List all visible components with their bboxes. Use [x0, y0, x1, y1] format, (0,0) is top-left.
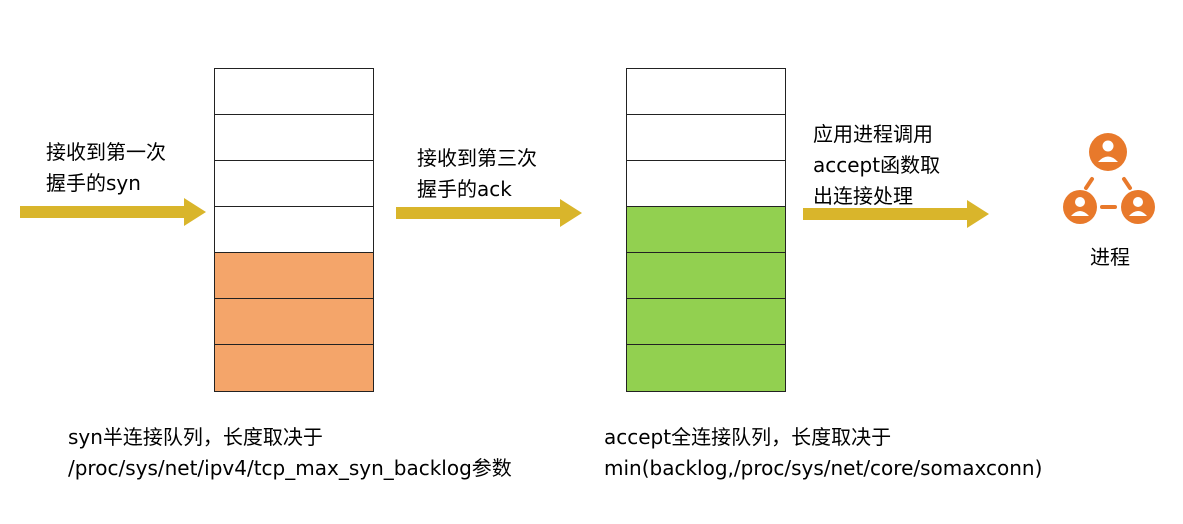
queue-slot-empty: [627, 69, 785, 115]
syn-queue-caption-line-1: syn半连接队列，长度取决于: [68, 425, 323, 449]
app-accept-line-1: 应用进程调用: [813, 122, 933, 146]
queue-slot-empty: [215, 69, 373, 115]
process-label: 进程: [1090, 245, 1130, 269]
queue-slot-empty: [215, 115, 373, 161]
queue-slot-filled: [215, 253, 373, 299]
receive-ack-line-1: 接收到第三次: [417, 146, 537, 170]
syn-queue: [214, 68, 374, 392]
syn-queue-caption-line-2: /proc/sys/net/ipv4/tcp_max_syn_backlog参数: [68, 456, 512, 480]
accept-queue-caption-line-1: accept全连接队列，长度取决于: [604, 425, 892, 449]
app-accept-line-3: 出连接处理: [813, 184, 913, 208]
user-node-right: [1121, 190, 1155, 224]
receive-ack-label: 接收到第三次 握手的ack: [417, 143, 537, 205]
arrow-to-process: [803, 200, 989, 228]
user-links: [1084, 177, 1132, 209]
queue-slot-empty: [627, 161, 785, 207]
receive-ack-line-2: 握手的ack: [417, 177, 512, 201]
arrow-to-syn-queue: [20, 198, 206, 226]
accept-queue: [626, 68, 786, 392]
user-group-icon: [1063, 133, 1155, 224]
queue-slot-filled: [627, 299, 785, 345]
arrow-shape: [396, 199, 582, 227]
queue-slot-filled: [627, 207, 785, 253]
queue-slot-empty: [215, 207, 373, 253]
queue-slot-filled: [215, 345, 373, 391]
accept-queue-caption: accept全连接队列，长度取决于 min(backlog,/proc/sys/…: [604, 422, 1042, 484]
arrow-shape: [20, 198, 206, 226]
arrow-shape: [803, 200, 989, 228]
queue-slot-filled: [627, 253, 785, 299]
queue-slot-empty: [215, 161, 373, 207]
receive-syn-line-2: 握手的syn: [46, 171, 141, 195]
queue-slot-filled: [627, 345, 785, 391]
user-node-top: [1089, 133, 1127, 171]
receive-syn-line-1: 接收到第一次: [46, 140, 166, 164]
queue-slot-empty: [627, 115, 785, 161]
receive-syn-label: 接收到第一次 握手的syn: [46, 137, 166, 199]
arrow-to-accept-queue: [396, 199, 582, 227]
app-accept-label: 应用进程调用 accept函数取 出连接处理: [813, 119, 940, 212]
user-node-left: [1063, 190, 1097, 224]
accept-queue-caption-line-2: min(backlog,/proc/sys/net/core/somaxconn…: [604, 456, 1043, 480]
app-accept-line-2: accept函数取: [813, 153, 941, 177]
syn-queue-caption: syn半连接队列，长度取决于 /proc/sys/net/ipv4/tcp_ma…: [68, 422, 512, 484]
queue-slot-filled: [215, 299, 373, 345]
